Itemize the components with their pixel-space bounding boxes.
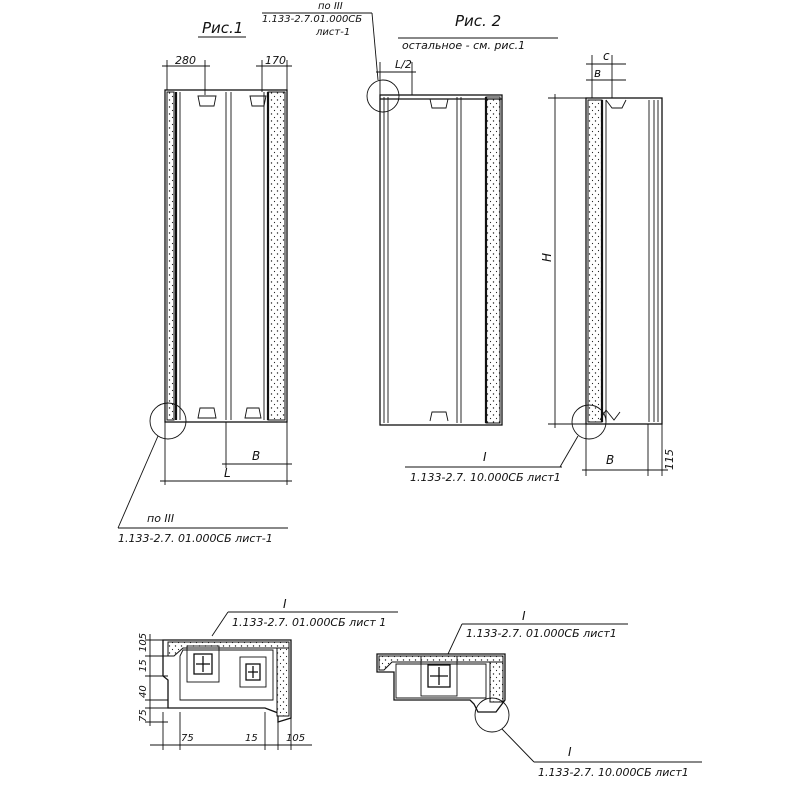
section-left-insert-2 — [239, 656, 267, 688]
fig2-dim-c: c — [603, 49, 610, 63]
fig2-panel-left: Рис. 2 остальное - см. рис.1 L/2 — [366, 12, 558, 426]
section-left-dim-15-v: 15 — [138, 659, 149, 672]
section-right-insert — [420, 655, 458, 697]
section-left-insert-1 — [186, 645, 220, 683]
fig2-dim-L2: L/2 — [395, 58, 412, 71]
section-right-detail-circle — [474, 697, 510, 733]
fig2-bottom-loop — [429, 411, 449, 422]
fig1-title: Рис.1 — [202, 19, 243, 37]
section-right-ref-top-text: 1.133-2.7. 01.000СБ лист1 — [466, 627, 617, 640]
fig1-detail-circle — [149, 402, 187, 440]
section-left-dim-40: 40 — [138, 685, 149, 698]
fig2-right-bottom-insert — [599, 409, 621, 421]
fig1-dim-170: 170 — [265, 54, 286, 67]
section-right-ref-bottom-label: I — [568, 745, 572, 759]
fig1-top-loop-2 — [249, 95, 267, 107]
fig1-bottom-loop-2 — [244, 407, 262, 419]
fig2-left-right-strip — [485, 96, 501, 424]
fig1-ref-bottom-line2: 1.133-2.7. 01.000СБ лист-1 — [118, 532, 273, 545]
fig2-note: остальное - см. рис.1 — [402, 39, 525, 52]
fig1-dim-L: L — [224, 466, 231, 480]
fig2-dim-115: 115 — [663, 449, 676, 470]
section-left-dim-15-h: 15 — [245, 733, 258, 744]
fig2-right-top-insert — [605, 99, 627, 109]
fig1-left-strip — [166, 91, 175, 421]
fig2-left-outline — [379, 94, 503, 426]
fig2-right-outline — [585, 97, 663, 425]
section-right-right-band — [489, 661, 504, 703]
fig2-ref-I-label: I — [483, 450, 487, 464]
fig1-ref-top-line2: 1.133-2.7.01.000СБ — [262, 14, 362, 25]
section-right-profile — [376, 653, 506, 713]
section-left-ref-text: 1.133-2.7. 01.000СБ лист 1 — [232, 616, 386, 629]
section-left-dim-105-v: 105 — [138, 633, 149, 652]
fig2-detail-bottom-leader — [559, 435, 579, 468]
fig2-dim-B: B — [606, 453, 614, 467]
section-left-profile — [162, 639, 292, 723]
fig1-bottom-loop-1 — [197, 407, 217, 419]
fig1-ref-top-line1: по III — [318, 1, 343, 12]
section-left-ref-label: I — [283, 597, 287, 611]
fig2-detail-top-leader — [371, 12, 379, 81]
section-left-top-band — [167, 641, 290, 657]
section-left: I 1.133-2.7. 01.000СБ лист 1 105 15 40 7… — [138, 597, 398, 750]
section-left-dim-75-v: 75 — [138, 709, 149, 722]
fig2-ref-I-text: 1.133-2.7. 10.000СБ лист1 — [410, 471, 561, 484]
fig2-detail-circle-top — [366, 79, 400, 113]
fig1-right-strip — [267, 91, 286, 421]
section-left-dim-105-h: 105 — [286, 733, 305, 744]
fig2-dim-b: в — [594, 66, 601, 80]
section-left-right-band — [276, 647, 290, 717]
section-right-detail-leader — [501, 728, 535, 763]
fig1-detail-leader — [117, 435, 159, 529]
section-left-inner — [179, 649, 274, 701]
fig2-title: Рис. 2 — [455, 12, 501, 30]
section-right: I 1.133-2.7. 01.000СБ лист1 I 1.133-2.7.… — [376, 609, 702, 779]
fig2-detail-circle-bottom — [571, 404, 607, 440]
fig2-panel-right: c в H B 115 I 1.133-2.7. 10.000СБ лист1 — [405, 49, 676, 484]
fig1-ref-bottom-line1: по III — [147, 512, 174, 525]
section-right-ref-top-label: I — [522, 609, 526, 623]
section-left-insert-1-inner — [193, 653, 213, 675]
section-left-ref-leader — [211, 611, 229, 637]
fig2-top-loop — [429, 98, 449, 109]
section-left-insert-2-inner — [245, 663, 261, 681]
fig2-right-strip — [587, 99, 603, 423]
fig1-dim-B: B — [252, 449, 260, 463]
section-right-ref-top-leader — [447, 623, 463, 655]
section-left-dim-75-h: 75 — [181, 733, 194, 744]
fig1-top-loop-1 — [197, 95, 217, 107]
fig1-dim-280: 280 — [175, 54, 196, 67]
fig1-panel: Рис.1 280 170 B — [117, 1, 372, 545]
fig1-ref-top-line3: лист-1 — [315, 27, 350, 38]
section-right-inner — [395, 663, 487, 699]
section-right-top-band — [378, 655, 504, 671]
section-right-ref-bottom-text: 1.133-2.7. 10.000СБ лист1 — [538, 766, 689, 779]
fig2-dim-H: H — [540, 253, 554, 262]
section-right-insert-inner — [427, 664, 451, 688]
